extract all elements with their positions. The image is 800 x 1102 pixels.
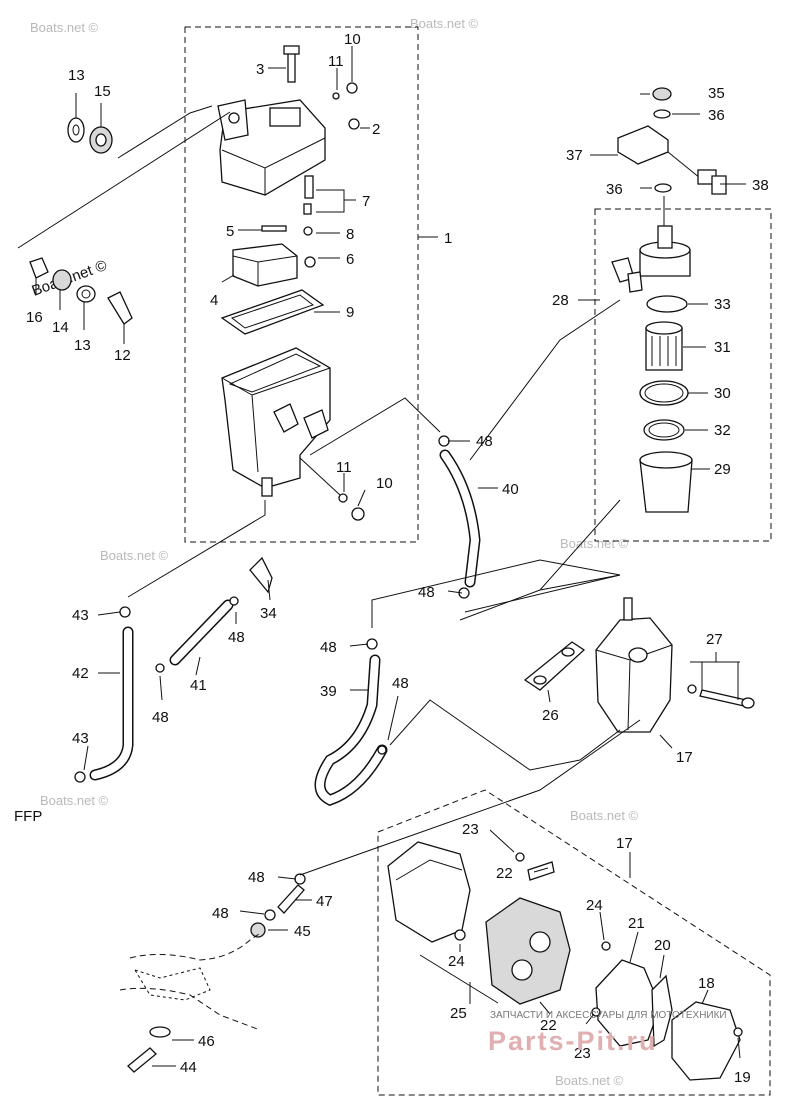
watermark: Boats.net ©	[560, 536, 629, 551]
callout-43: 43	[72, 730, 89, 747]
callout-6: 6	[346, 251, 354, 268]
callout-34: 34	[260, 605, 277, 622]
callout-48: 48	[476, 433, 493, 450]
fuel-pump	[523, 597, 755, 733]
brand-logo: ЗАПЧАСТИ И АКСЕССУАРЫ ДЛЯ МОТОТЕХНИКИ Pa…	[488, 1010, 727, 1056]
callout-14: 14	[52, 319, 69, 336]
watermark: Boats.net ©	[570, 808, 639, 823]
callout-18: 18	[698, 975, 715, 992]
watermark: Boats.net ©	[30, 20, 99, 35]
callout-29: 29	[714, 461, 731, 478]
vapor-separator-tank	[217, 45, 365, 521]
callout-48: 48	[248, 869, 265, 886]
callout-19: 19	[734, 1069, 751, 1086]
callout-38: 38	[752, 177, 769, 194]
leader-lines	[35, 46, 746, 1067]
callout-48: 48	[152, 709, 169, 726]
callout-22: 22	[540, 1017, 557, 1034]
callout-31: 31	[714, 339, 731, 356]
callout-5: 5	[226, 223, 234, 240]
callout-47: 47	[316, 893, 333, 910]
callout-48: 48	[418, 584, 435, 601]
bracket-hardware	[17, 105, 231, 325]
callout-48: 48	[320, 639, 337, 656]
callout-11: 11	[336, 459, 352, 476]
callout-15: 15	[94, 83, 111, 100]
callout-8: 8	[346, 226, 354, 243]
callout-48: 48	[212, 905, 229, 922]
callout-40: 40	[502, 481, 519, 498]
fuel-filter-assembly-box	[594, 208, 772, 542]
callout-21: 21	[628, 915, 645, 932]
callout-23: 23	[462, 821, 479, 838]
callout-48: 48	[392, 675, 409, 692]
callout-2: 2	[372, 121, 380, 138]
callout-36: 36	[708, 107, 725, 124]
callout-17: 17	[676, 749, 693, 766]
callout-24: 24	[586, 897, 603, 914]
callout-16: 16	[26, 309, 43, 326]
callout-33: 33	[714, 296, 731, 313]
callout-13: 13	[68, 67, 85, 84]
callout-numbers: 3 10 11 2 7 5 8 6 4 9 1 11 10 13 15 16 1…	[14, 31, 769, 1086]
brand-name: Parts-Pit.ru	[488, 1026, 658, 1056]
callout-22: 22	[496, 865, 513, 882]
callout-30: 30	[714, 385, 731, 402]
callout-37: 37	[566, 147, 583, 164]
callout-28: 28	[552, 292, 569, 309]
callout-24: 24	[448, 953, 465, 970]
engine-block-outline	[119, 931, 263, 1031]
callout-10: 10	[344, 31, 361, 48]
fuel-hoses	[74, 435, 481, 1073]
fuel-tank-assembly-box	[184, 26, 419, 543]
callout-4: 4	[210, 292, 218, 309]
fuel-filter	[611, 87, 727, 513]
watermark: Boats.net ©	[410, 16, 479, 31]
callout-48: 48	[228, 629, 245, 646]
callout-25: 25	[450, 1005, 467, 1022]
callout-17: 17	[616, 835, 633, 852]
watermark: Boats.net ©	[100, 548, 169, 563]
assembly-boxes	[184, 26, 772, 1096]
watermark: Boats.net ©	[555, 1073, 624, 1088]
callout-9: 9	[346, 304, 354, 321]
callout-42: 42	[72, 665, 89, 682]
callout-3: 3	[256, 61, 264, 78]
callout-26: 26	[542, 707, 559, 724]
callout-36: 36	[606, 181, 623, 198]
callout-23: 23	[574, 1045, 591, 1062]
brand-subtitle: ЗАПЧАСТИ И АКСЕССУАРЫ ДЛЯ МОТОТЕХНИКИ	[490, 1010, 727, 1021]
callout-27: 27	[706, 631, 723, 648]
callout-12: 12	[114, 347, 131, 364]
ffp-label: FFP	[14, 808, 42, 825]
callout-35: 35	[708, 85, 725, 102]
fuel-pump-assembly-box	[377, 789, 771, 1096]
callout-1: 1	[444, 230, 452, 247]
callout-43: 43	[72, 607, 89, 624]
callout-32: 32	[714, 422, 731, 439]
watermark: Boats.net ©	[40, 793, 109, 808]
callout-39: 39	[320, 683, 337, 700]
callout-7: 7	[362, 193, 370, 210]
callout-46: 46	[198, 1033, 215, 1050]
callout-44: 44	[180, 1059, 197, 1076]
callout-13: 13	[74, 337, 91, 354]
callout-45: 45	[294, 923, 311, 940]
callout-41: 41	[190, 677, 207, 694]
fuel-pump-exploded	[387, 841, 743, 1081]
callout-20: 20	[654, 937, 671, 954]
callout-10: 10	[376, 475, 393, 492]
callout-11: 11	[328, 53, 344, 70]
